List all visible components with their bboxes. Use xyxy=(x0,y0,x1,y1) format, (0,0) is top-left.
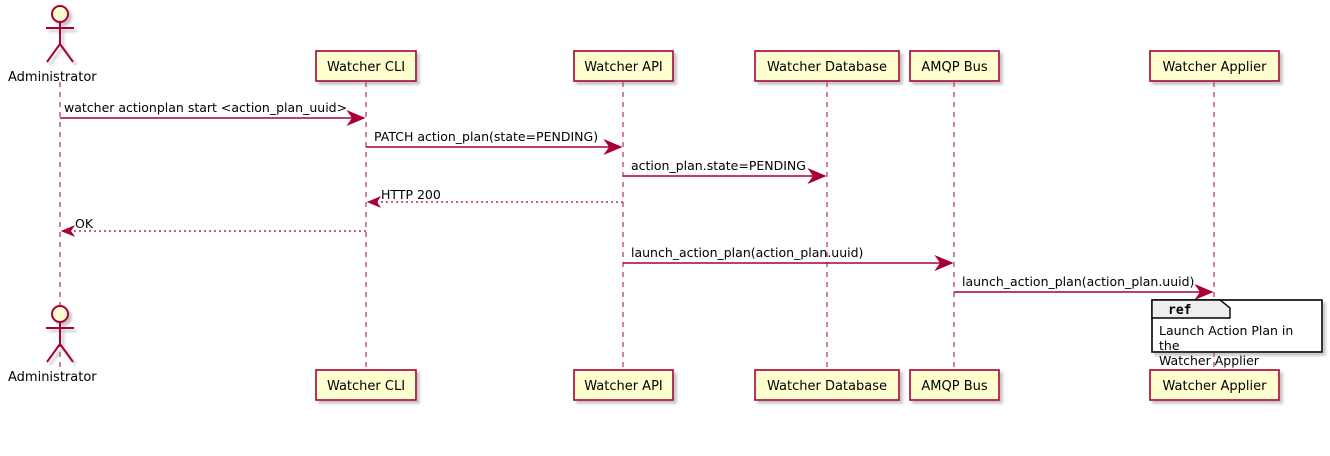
participant-box-watcher-database-bottom xyxy=(754,369,900,401)
message-label-msg-3: action_plan.state=PENDING xyxy=(631,158,806,173)
participant-boxes-group xyxy=(315,50,1280,401)
actor-figure-administrator-bottom xyxy=(46,305,74,363)
participant-label-watcher-database-top: Watcher Database xyxy=(767,60,887,75)
participant-box-watcher-api-bottom xyxy=(573,369,674,401)
actor-label-administrator-top: Administrator xyxy=(8,70,97,85)
participant-label-watcher-database-bottom: Watcher Database xyxy=(767,379,887,394)
ref-tag-label-ref-launch-action-plan: ref xyxy=(1168,303,1192,318)
participant-box-watcher-applier-top xyxy=(1149,50,1280,82)
actor-head xyxy=(51,305,69,323)
actor-label-administrator-bottom: Administrator xyxy=(8,370,97,385)
actor-head xyxy=(51,5,69,23)
participant-box-rect xyxy=(1149,50,1280,82)
actor-figure-administrator-top xyxy=(46,5,74,63)
participant-box-watcher-database-top xyxy=(754,50,900,82)
participant-box-amqp-bus-top xyxy=(909,50,1000,82)
participant-box-rect xyxy=(315,50,417,82)
participant-label-watcher-cli-bottom: Watcher CLI xyxy=(326,379,406,394)
ref-body-label-ref-launch-action-plan: Launch Action Plan in the Watcher Applie… xyxy=(1159,323,1294,368)
participant-box-watcher-cli-top xyxy=(315,50,417,82)
participant-label-watcher-applier-top: Watcher Applier xyxy=(1162,60,1267,75)
participant-box-rect xyxy=(573,50,674,82)
message-label-msg-2: PATCH action_plan(state=PENDING) xyxy=(374,129,599,144)
actors-group xyxy=(46,5,74,363)
participant-box-watcher-applier-bottom xyxy=(1149,369,1280,401)
message-label-msg-4: HTTP 200 xyxy=(381,187,441,202)
actor-leg-left xyxy=(46,343,61,363)
participant-label-watcher-applier-bottom: Watcher Applier xyxy=(1162,379,1267,394)
participant-box-rect xyxy=(315,369,417,401)
participant-box-amqp-bus-bottom xyxy=(909,369,1000,401)
participant-label-amqp-bus-top: AMQP Bus xyxy=(921,60,988,75)
participant-label-watcher-api-top: Watcher API xyxy=(584,60,663,75)
message-label-msg-5: OK xyxy=(75,216,94,231)
participant-box-rect xyxy=(909,50,1000,82)
ref-fragment-ref-launch-action-plan xyxy=(1151,299,1323,353)
participant-label-amqp-bus-bottom: AMQP Bus xyxy=(921,379,988,394)
actor-leg-right xyxy=(59,43,74,63)
actor-leg-left xyxy=(46,43,61,63)
participant-label-watcher-api-bottom: Watcher API xyxy=(584,379,663,394)
participant-box-rect xyxy=(1149,369,1280,401)
message-label-msg-6: launch_action_plan(action_plan.uuid) xyxy=(631,245,864,260)
participant-box-rect xyxy=(754,50,900,82)
message-label-msg-7: launch_action_plan(action_plan.uuid) xyxy=(962,274,1195,289)
participant-box-watcher-api-top xyxy=(573,50,674,82)
ref-fragments-group xyxy=(1151,299,1323,353)
messages-group xyxy=(60,110,1214,300)
lifelines-group xyxy=(59,82,1215,370)
message-label-msg-1: watcher actionplan start <action_plan_uu… xyxy=(64,100,348,115)
ref-tag-shape xyxy=(1151,299,1231,319)
participant-label-watcher-cli-top: Watcher CLI xyxy=(326,60,406,75)
participant-box-rect xyxy=(573,369,674,401)
participant-box-rect xyxy=(754,369,900,401)
actor-leg-right xyxy=(59,343,74,363)
participant-box-rect xyxy=(909,369,1000,401)
participant-box-watcher-cli-bottom xyxy=(315,369,417,401)
